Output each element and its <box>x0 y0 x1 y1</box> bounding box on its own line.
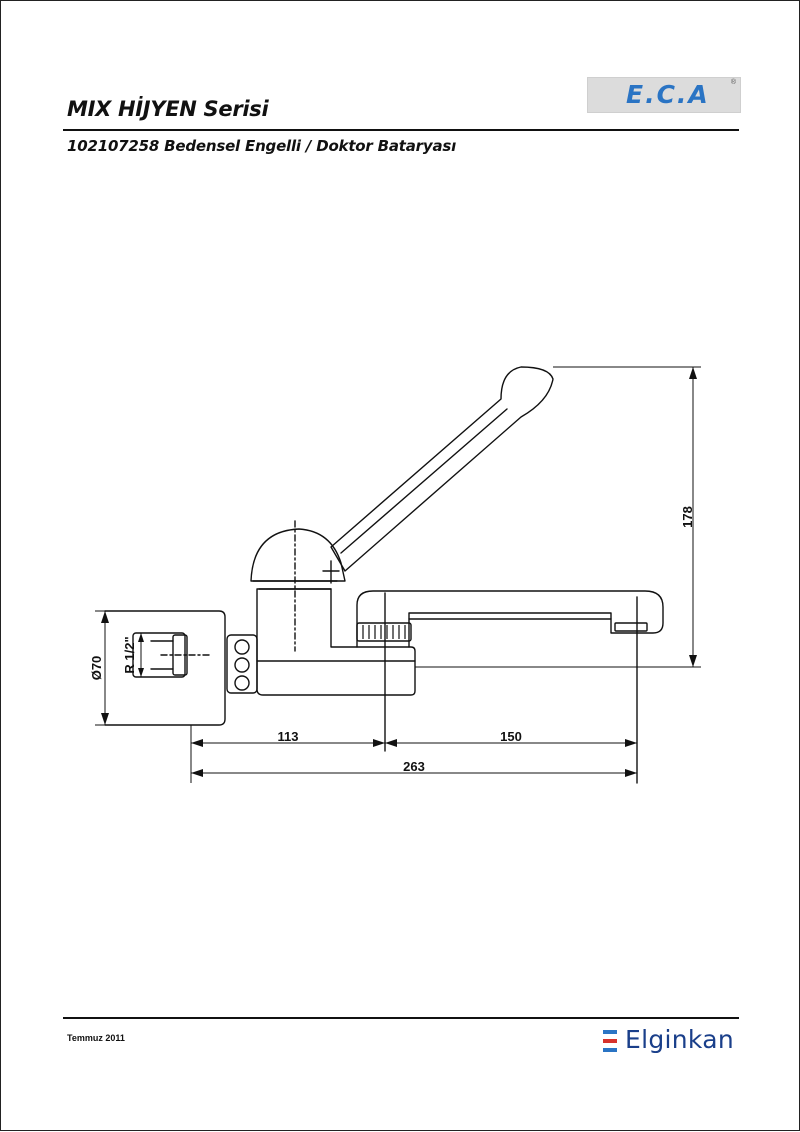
dimension-spout-reach-label: 150 <box>500 729 522 744</box>
swivel-spout <box>356 590 664 648</box>
header-rule <box>63 129 739 131</box>
wall-plate <box>104 610 226 726</box>
mixer-body <box>256 588 416 696</box>
elginkan-logo-text: Elginkan <box>625 1025 735 1054</box>
footer-date: Temmuz 2011 <box>67 1033 125 1043</box>
dimension-left-offset-label: 113 <box>278 729 299 744</box>
lever-handle <box>330 366 554 572</box>
registered-mark-icon: ® <box>730 79 736 86</box>
dimension-thread-label: R 1/2" <box>122 636 137 673</box>
eccentric-nut <box>226 634 258 694</box>
dimension-total-length-label: 263 <box>403 759 425 774</box>
eca-logo: E.C.A ® <box>587 77 741 113</box>
inlet-nut <box>172 634 188 676</box>
eca-logo-text: E.C.A <box>626 80 710 109</box>
dimension-flange-diameter-label: Ø70 <box>89 656 104 681</box>
cartridge-dome <box>250 528 346 582</box>
footer-rule <box>63 1017 739 1019</box>
elginkan-mark-icon <box>603 1030 617 1052</box>
spout-ring <box>356 622 412 642</box>
dimension-height-label: 178 <box>680 506 695 528</box>
elginkan-logo: Elginkan <box>603 1025 743 1059</box>
aerator <box>614 622 648 632</box>
series-title: MIX HİJYEN Serisi <box>67 97 269 121</box>
product-title: 102107258 Bedensel Engelli / Doktor Bata… <box>67 137 457 155</box>
